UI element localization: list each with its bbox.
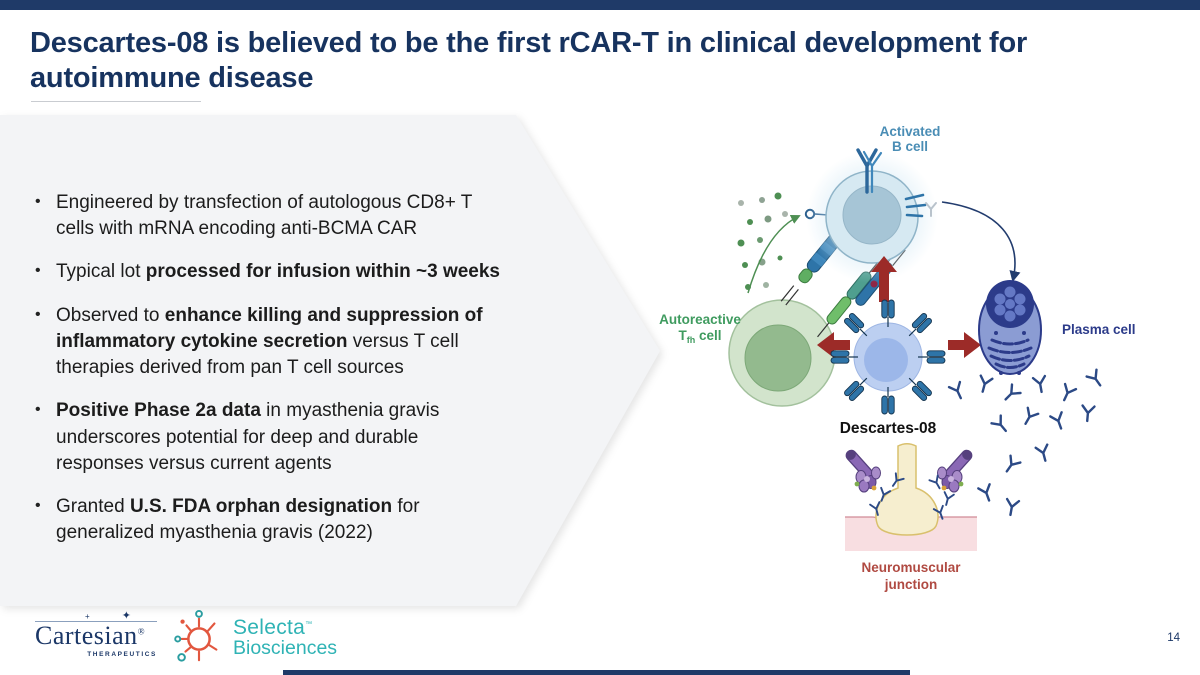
selecta-sun-icon <box>174 609 218 662</box>
achr-cluster-left <box>845 449 881 493</box>
nmj-label: Neuromuscular <box>861 560 961 575</box>
bullet-list: Engineered by transfection of autologous… <box>30 190 508 563</box>
autoreactive-label: Autoreactive <box>659 312 741 327</box>
selecta-wordmark: Selecta™ Biosciences <box>233 616 338 659</box>
selecta-logo: Selecta™ Biosciences <box>170 607 337 669</box>
bottom-accent-bar <box>283 670 910 675</box>
activated-b-cell-label2: B cell <box>892 139 928 154</box>
cytokine-arrow <box>747 215 801 294</box>
descartes-label: Descartes-08 <box>840 420 937 437</box>
bullet-item: Granted U.S. FDA orphan designation for … <box>30 494 508 546</box>
tfh-label: Tfh cell <box>678 328 721 345</box>
cytokine-dots <box>737 192 788 290</box>
top-accent-bar <box>0 0 1200 10</box>
activated-b-cell-label: Activated <box>880 124 941 139</box>
cartesian-therapeutics-label: THERAPEUTICS <box>87 651 157 659</box>
nmj-label2: junction <box>884 577 938 592</box>
antibody-scatter <box>947 368 1107 518</box>
bullet-item: Engineered by transfection of autologous… <box>30 190 508 242</box>
red-arrow-up <box>871 256 897 302</box>
page-number: 14 <box>1167 632 1180 644</box>
differentiation-arrow <box>941 201 1021 283</box>
descartes-cell <box>830 299 946 415</box>
cartesian-wordmark: Cartesian® <box>35 621 146 650</box>
bullet-item: Typical lot processed for infusion withi… <box>30 259 508 285</box>
red-arrow-left <box>817 332 850 358</box>
bcma-receptor-icon <box>904 193 937 218</box>
red-arrows <box>817 256 981 358</box>
plasma-cell-label: Plasma cell <box>1062 322 1136 337</box>
trademark-mark: ™ <box>305 621 313 629</box>
selecta-biosciences-label: Biosciences <box>233 636 338 659</box>
registered-mark: ® <box>137 626 146 637</box>
compass-star-icon: ✦ <box>121 610 131 622</box>
achr-cluster-right <box>937 449 973 493</box>
b-cell-receptor-icon <box>856 148 883 194</box>
cartesian-compass-line: + ✦ <box>35 610 157 622</box>
plasma-cell <box>978 280 1042 375</box>
tfh-cell <box>728 299 836 407</box>
cartesian-logo: + ✦ Cartesian® THERAPEUTICS <box>35 610 157 659</box>
neuromuscular-junction <box>845 443 977 551</box>
compass-plus-icon: + <box>85 612 90 621</box>
bullet-item: Positive Phase 2a data in myasthenia gra… <box>30 398 508 477</box>
b-cell <box>806 151 938 283</box>
red-arrow-right <box>948 332 981 358</box>
bullet-item: Observed to enhance killing and suppress… <box>30 303 508 382</box>
title-underline <box>31 101 201 102</box>
nerve-terminal <box>875 443 939 536</box>
slide-title: Descartes-08 is believed to be the first… <box>30 27 1028 94</box>
mechanism-diagram: Activated B cell Autoreactive Tfh cell P… <box>659 124 1136 592</box>
